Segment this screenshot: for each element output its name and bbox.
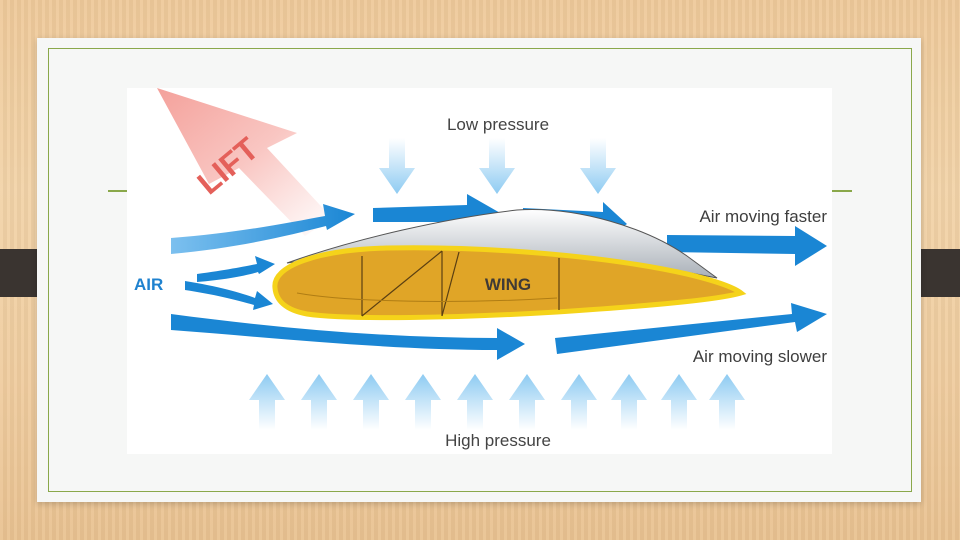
down-arrow [479,138,515,194]
airflow-arrow [171,204,355,254]
right-accent-line [832,190,852,192]
up-arrow [561,374,597,430]
left-accent-line [108,190,127,192]
up-arrow [457,374,493,430]
air-moving-slower-label: Air moving slower [693,347,827,366]
low-pressure-label: Low pressure [447,115,549,134]
lift-diagram: LIFT Low pressure [127,88,832,454]
down-arrow [580,138,616,194]
slide-border [48,48,912,492]
up-arrow [301,374,337,430]
airflow-arrow [185,281,273,310]
up-arrow [661,374,697,430]
lift-arrow [157,88,332,236]
high-pressure-label: High pressure [445,431,551,450]
down-arrow [379,138,415,194]
high-pressure-arrows [249,374,745,430]
lift-diagram-svg: LIFT Low pressure [134,88,827,450]
airflow-arrow [171,314,525,360]
up-arrow [709,374,745,430]
air-label: AIR [134,275,163,294]
up-arrow [405,374,441,430]
wing [272,245,747,321]
up-arrow [611,374,647,430]
airflow-arrow [667,226,827,266]
lower-airflow-arrows [171,281,827,360]
up-arrow [353,374,389,430]
wing-label: WING [485,275,531,294]
up-arrow [249,374,285,430]
airflow-arrow [555,303,827,354]
up-arrow [509,374,545,430]
air-moving-faster-label: Air moving faster [699,207,827,226]
airflow-arrow [197,256,275,282]
low-pressure-arrows [379,138,616,194]
